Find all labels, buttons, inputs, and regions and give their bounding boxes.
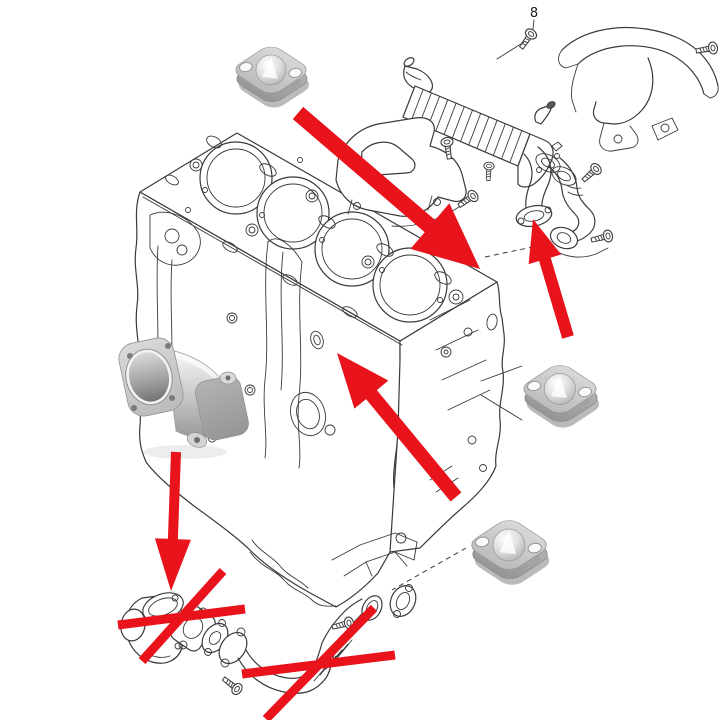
upper-support-bracket	[558, 26, 719, 152]
engine-block	[134, 132, 523, 608]
adapter-flange-tube	[118, 337, 249, 459]
cooler-screw-icon	[482, 161, 495, 182]
blockoff-plate-top-left	[229, 42, 316, 112]
plate-right-leader	[480, 365, 523, 421]
block-bottom-corner	[331, 532, 418, 577]
pipe-bolt-icon	[578, 160, 604, 186]
right-egr-pipe	[547, 157, 609, 258]
block-right-details	[429, 299, 498, 493]
red-annotations	[117, 106, 574, 720]
pipe-bolt-icon	[219, 673, 245, 698]
cooler-fins	[410, 88, 523, 163]
screw-8-icon	[515, 26, 540, 52]
cooler-outlet-pipe	[515, 146, 553, 228]
arrow-4	[154, 451, 191, 591]
cross-out-valve-line-2	[117, 604, 246, 630]
callout-8-label: 8	[530, 6, 538, 21]
leader-dashed-bottom	[391, 547, 467, 591]
callout-8: 8	[496, 6, 540, 60]
blockoff-plate-right	[517, 361, 606, 432]
egr-valve	[120, 592, 185, 664]
cooler-inlet-pipe	[403, 57, 434, 94]
cooler-front-bracket	[335, 117, 467, 227]
arrow-1	[292, 106, 480, 270]
pipe-bolt-icon	[589, 228, 615, 247]
arrow-3	[528, 219, 574, 339]
pipe-end-gasket	[389, 585, 417, 617]
blockoff-plate-bottom-right	[465, 516, 556, 590]
arrow-2	[337, 353, 462, 502]
cylinder-head-gasket-surface	[139, 132, 498, 346]
egr-cooler-assembly	[335, 26, 720, 258]
cross-out-pipe-line-2	[262, 604, 378, 720]
bracket-screw-icon	[694, 40, 720, 58]
block-right-face	[389, 281, 506, 553]
block-front-face	[134, 191, 402, 608]
